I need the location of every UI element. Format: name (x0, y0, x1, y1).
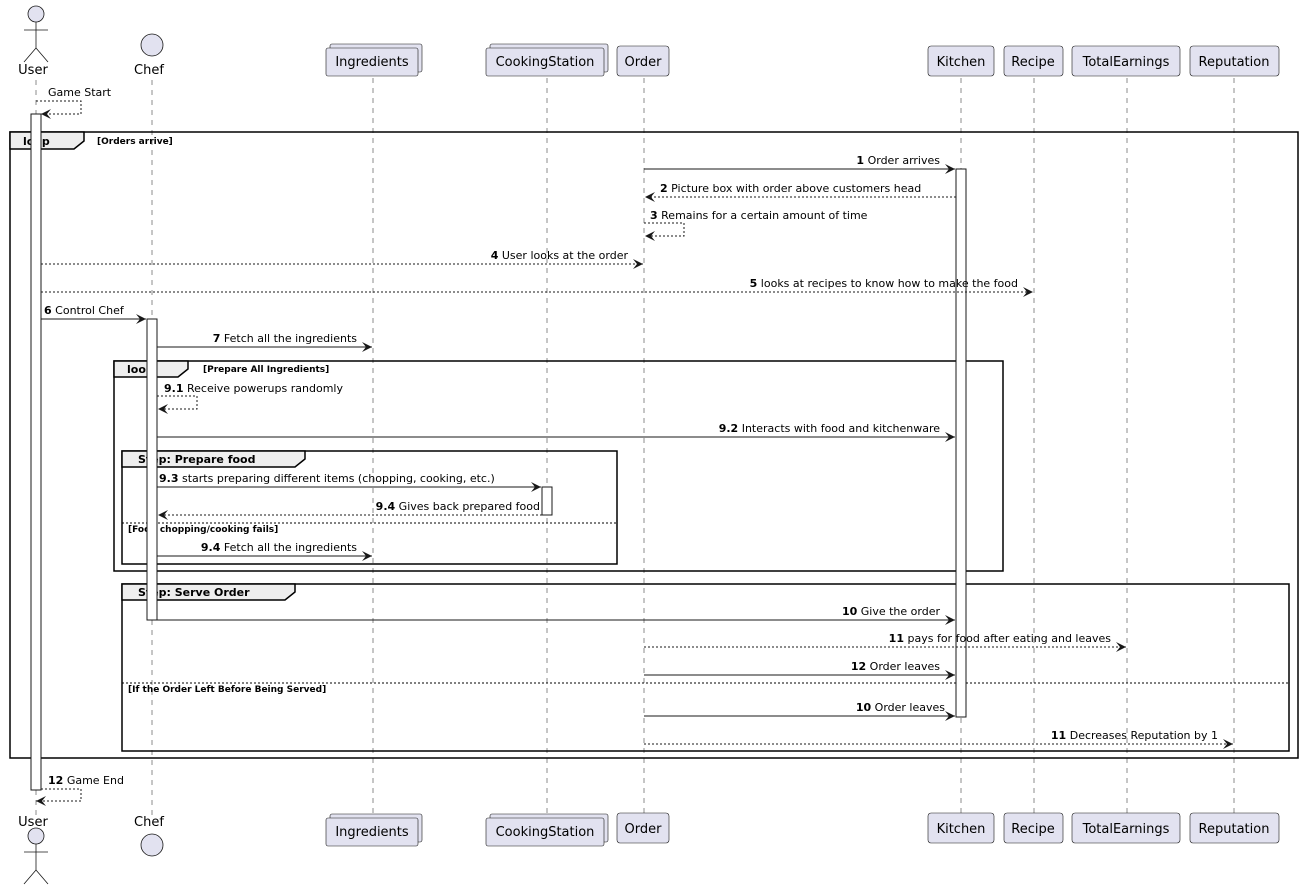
activation-cookingstation (541, 486, 553, 516)
message-3-label: 3 Remains for a certain amount of time (650, 209, 868, 222)
participant-reputation-label: Reputation (1199, 55, 1270, 70)
participant-kitchen-label: Kitchen (937, 55, 986, 70)
message-9-2-label: 9.2 Interacts with food and kitchenware (719, 422, 941, 435)
message-7-label: 7 Fetch all the ingredients (213, 332, 358, 345)
activation-kitchen (955, 168, 967, 718)
participant-totalearnings-top: TotalEarnings (1071, 45, 1181, 77)
activation-chef (146, 318, 158, 621)
participant-chef-label: Chef (134, 815, 164, 830)
prepare-food-title: Step: Prepare food (138, 453, 255, 466)
collection-ingredients-bottom: Ingredients (325, 813, 423, 847)
message-11-label: 11 pays for food after eating and leaves (889, 632, 1112, 645)
messages: Game Start 1 Order arrives 2 Picture box… (36, 86, 1233, 806)
participant-recipe-top: Recipe (1003, 45, 1064, 77)
collection-ingredients-top: Ingredients (325, 43, 423, 77)
participant-ingredients-label: Ingredients (335, 55, 409, 70)
message-4-label: 4 User looks at the order (491, 249, 629, 262)
participant-totalearnings-label: TotalEarnings (1082, 55, 1170, 70)
participant-totalearnings-bottom: TotalEarnings (1071, 812, 1181, 844)
participant-cookingstation-label: CookingStation (496, 825, 595, 840)
participant-recipe-label: Recipe (1011, 55, 1054, 70)
message-10-label: 10 Give the order (842, 605, 941, 618)
participant-order-bottom: Order (616, 812, 670, 844)
serve-order-else-condition: [If the Order Left Before Being Served] (128, 685, 326, 695)
message-9-4b-label: 9.4 Fetch all the ingredients (201, 541, 357, 554)
participant-ingredients-label: Ingredients (335, 825, 409, 840)
participant-totalearnings-label: TotalEarnings (1082, 822, 1170, 837)
outer-loop-condition: [Orders arrive] (97, 137, 173, 147)
message-9-3-label: 9.3 starts preparing different items (ch… (159, 472, 495, 485)
actor-icon (27, 827, 45, 845)
message-3-arrow (644, 222, 685, 241)
actor-user-top: User (18, 5, 48, 78)
message-10b-label: 10 Order leaves (856, 701, 945, 714)
control-chef-bottom: Chef (134, 815, 164, 857)
message-12b-arrow (36, 788, 82, 806)
participants-bottom: User Chef Ingredients CookingStation Or (18, 812, 1280, 885)
participant-chef-label: Chef (134, 63, 164, 78)
participant-recipe-label: Recipe (1011, 822, 1054, 837)
message-9-4-label: 9.4 Gives back prepared food (376, 500, 540, 513)
message-6-label: 6 Control Chef (44, 304, 125, 317)
participant-order-label: Order (625, 822, 663, 837)
participant-user-label: User (18, 63, 48, 78)
participant-cookingstation-label: CookingStation (496, 55, 595, 70)
frame-outer-loop: loop [Orders arrive] (9, 131, 1299, 759)
participant-user-label: User (18, 815, 48, 830)
serve-order-title: Step: Serve Order (138, 586, 250, 599)
message-game-start-label: Game Start (48, 86, 112, 99)
message-9-1-arrow (157, 395, 198, 414)
participant-order-top: Order (616, 45, 670, 77)
inner-loop-condition: [Prepare All Ingredients] (203, 365, 329, 375)
participant-kitchen-label: Kitchen (937, 822, 986, 837)
participants-top: User Chef Ingredients CookingStation Ord… (18, 5, 1280, 78)
participant-kitchen-bottom: Kitchen (927, 812, 995, 844)
actor-icon (27, 5, 45, 23)
prepare-food-else-condition: [Food chopping/cooking fails] (128, 525, 278, 535)
collection-cookingstation-top: CookingStation (485, 43, 609, 77)
message-9-1-label: 9.1 Receive powerups randomly (164, 382, 343, 395)
control-chef-top: Chef (134, 33, 164, 78)
lifelines (35, 78, 1235, 815)
activations (30, 113, 967, 791)
participant-order-label: Order (625, 55, 663, 70)
participant-reputation-top: Reputation (1189, 45, 1280, 77)
message-5-label: 5 looks at recipes to know how to make t… (750, 277, 1018, 290)
activation-user (30, 113, 42, 791)
control-icon (140, 833, 164, 857)
participant-reputation-label: Reputation (1199, 822, 1270, 837)
message-game-start (36, 100, 82, 119)
frame-prepare-food: Step: Prepare food [Food chopping/cookin… (121, 450, 618, 565)
message-1-label: 1 Order arrives (856, 154, 940, 167)
message-12-label: 12 Order leaves (851, 660, 940, 673)
message-12b-label: 12 Game End (48, 774, 124, 787)
participant-reputation-bottom: Reputation (1189, 812, 1280, 844)
participant-recipe-bottom: Recipe (1003, 812, 1064, 844)
collection-cookingstation-bottom: CookingStation (485, 813, 609, 847)
frame-serve-order: Step: Serve Order [If the Order Left Bef… (121, 583, 1290, 752)
message-2-label: 2 Picture box with order above customers… (660, 182, 921, 195)
control-icon (140, 33, 164, 57)
participant-kitchen-top: Kitchen (927, 45, 995, 77)
actor-user-bottom: User (18, 815, 48, 885)
message-11b-label: 11 Decreases Reputation by 1 (1051, 729, 1218, 742)
